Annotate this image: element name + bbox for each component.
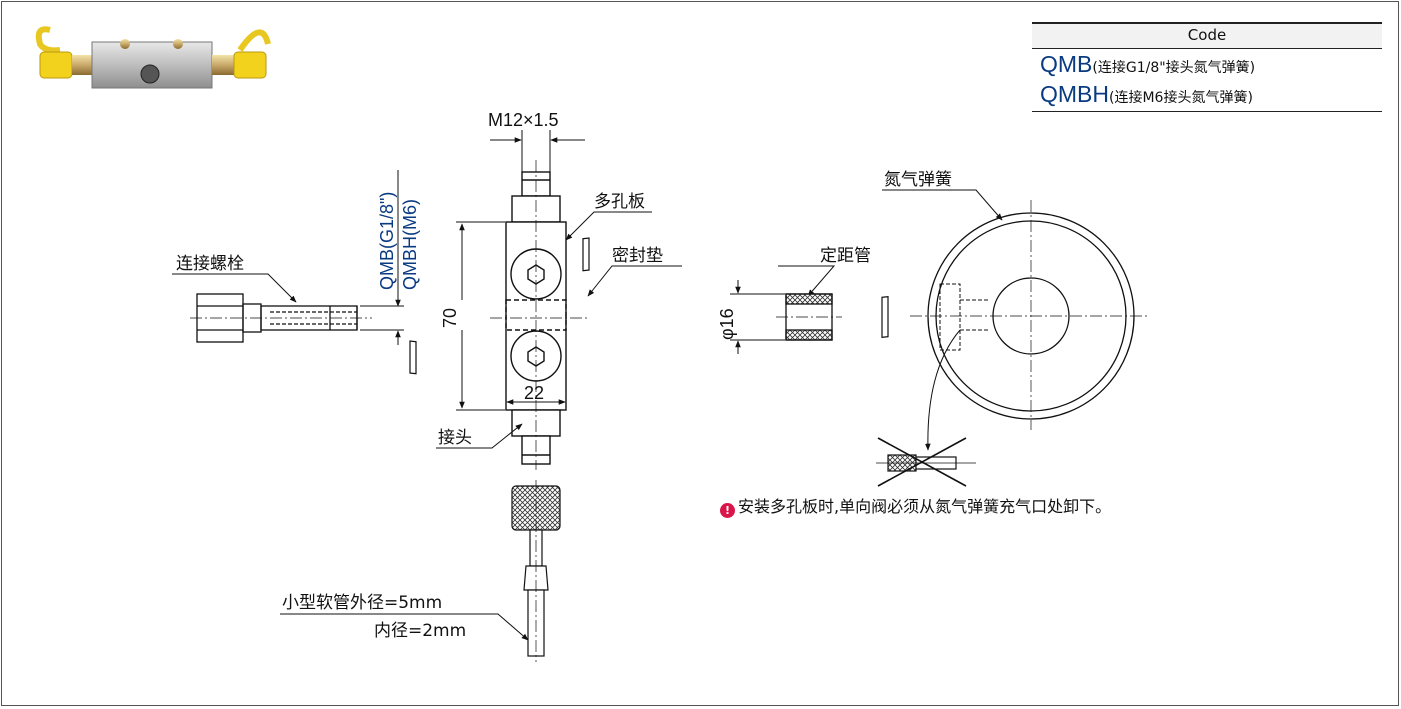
hose-od-label: 小型软管外径=5mm xyxy=(282,593,442,613)
code-value: QMB xyxy=(1040,51,1093,77)
note-text: 安装多孔板时,单向阀必须从氮气弹簧充气口处卸下。 xyxy=(738,497,1112,516)
spacer-tube-label: 定距管 xyxy=(820,246,871,266)
joint-label: 接头 xyxy=(438,428,472,448)
connecting-bolt-label: 连接螺栓 xyxy=(176,254,244,274)
code-table: Code QMB(连接G1/8"接头氮气弹簧) QMBH(连接M6接头氮气弹簧) xyxy=(1032,22,1382,112)
nitrogen-spring-label: 氮气弹簧 xyxy=(884,170,952,190)
height-dimension xyxy=(456,221,505,411)
joint-leader xyxy=(436,423,523,449)
manifold-plate xyxy=(490,160,590,470)
spacer-leader xyxy=(778,265,836,297)
bolt-leader xyxy=(172,273,297,303)
diameter-label: φ16 xyxy=(717,308,737,340)
hose-id-label: 内径=2mm xyxy=(374,621,466,641)
spring-leader xyxy=(882,189,1003,221)
manifold-plate-label: 多孔板 xyxy=(594,192,645,212)
gasket-leader xyxy=(587,265,682,297)
check-valve-crossed xyxy=(876,437,976,487)
code-value: QMBH xyxy=(1040,81,1109,107)
nitrogen-spring xyxy=(910,200,1150,451)
spacer-tube xyxy=(776,293,842,341)
hose-fitting xyxy=(511,480,561,662)
code-row-qmbh: QMBH(连接M6接头氮气弹簧) xyxy=(1032,79,1382,109)
manifold-leader xyxy=(565,211,652,241)
installation-note: !安装多孔板时,单向阀必须从氮气弹簧充气口处卸下。 xyxy=(720,493,1111,518)
thread-dimension xyxy=(490,130,585,172)
qmbh-side-label: QMBH(M6) xyxy=(400,199,420,290)
diameter-dimension xyxy=(730,280,785,354)
connecting-bolt xyxy=(190,293,372,343)
seal-gasket-label: 密封垫 xyxy=(612,246,663,266)
product-photo xyxy=(35,26,271,89)
thread-label: M12×1.5 xyxy=(488,110,559,130)
seal-gasket-right xyxy=(582,237,590,272)
bolt-end-dimension xyxy=(360,180,404,345)
qmb-side-label: QMB(G1/8") xyxy=(377,192,397,290)
spring-gasket xyxy=(881,296,889,338)
code-description: (连接M6接头氮气弹簧) xyxy=(1109,90,1253,106)
width-label: 22 xyxy=(524,383,544,403)
code-table-header: Code xyxy=(1032,22,1382,49)
height-label: 70 xyxy=(440,308,460,328)
code-description: (连接G1/8"接头氮气弹簧) xyxy=(1092,60,1256,76)
warning-icon: ! xyxy=(720,503,735,518)
seal-gasket-left xyxy=(409,340,417,375)
hose-leader xyxy=(280,613,529,641)
code-row-qmb: QMB(连接G1/8"接头氮气弹簧) xyxy=(1032,49,1382,79)
code-table-bottom-rule xyxy=(1032,111,1382,112)
